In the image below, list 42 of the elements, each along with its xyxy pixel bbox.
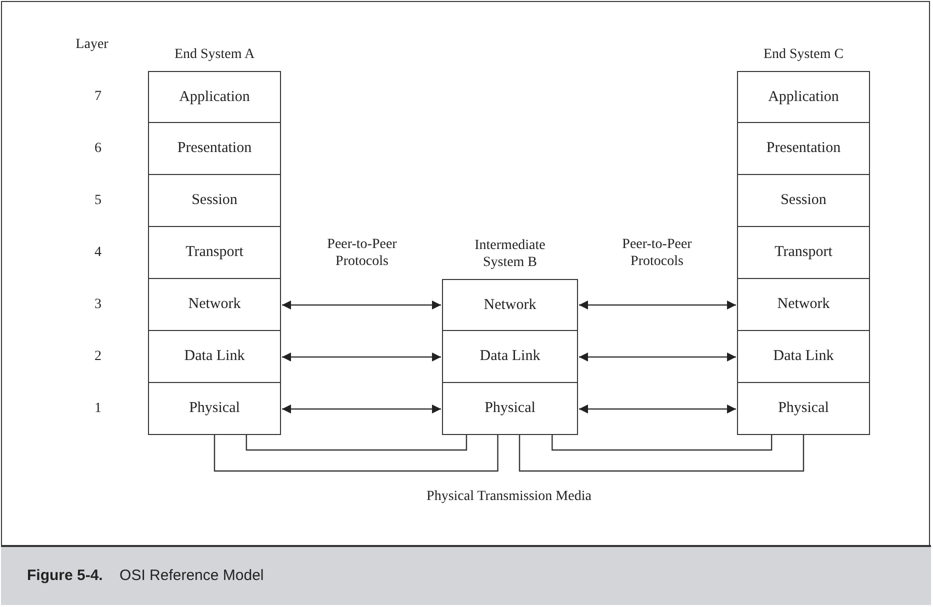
double-arrow	[282, 300, 441, 310]
layer-box: Application	[737, 71, 870, 123]
figure-caption: Figure 5-4. OSI Reference Model	[27, 567, 264, 584]
layer-box: Physical	[148, 382, 281, 435]
layer-box: Physical	[442, 382, 578, 435]
layer-box: Data Link	[442, 330, 578, 383]
layer-box: Transport	[737, 226, 870, 279]
double-arrow	[579, 300, 736, 310]
layer-box: Presentation	[148, 122, 281, 175]
system-heading: End System A	[173, 46, 256, 63]
layer-number: 5	[94, 192, 102, 209]
layer-number: 6	[94, 140, 102, 157]
layer-box: Session	[737, 174, 870, 227]
column-heading: Layer	[74, 36, 110, 53]
layer-box: Network	[737, 278, 870, 331]
layer-number: 7	[94, 88, 102, 105]
media-label: Physical Transmission Media	[426, 488, 592, 505]
cable-line	[214, 435, 498, 472]
cable-line	[552, 435, 772, 451]
double-arrow	[579, 352, 736, 362]
double-arrow	[579, 404, 736, 414]
layer-box: Data Link	[148, 330, 281, 383]
layer-number: 1	[94, 400, 102, 417]
system-heading: End System C	[762, 46, 845, 63]
layer-box: Application	[148, 71, 281, 123]
protocol-label: Peer-to-Peer Protocols	[621, 236, 693, 270]
layer-box: Network	[148, 278, 281, 331]
double-arrow	[282, 404, 441, 414]
double-arrow	[282, 352, 441, 362]
layer-box: Presentation	[737, 122, 870, 175]
layer-box: Physical	[737, 382, 870, 435]
cable-line	[246, 435, 468, 451]
protocol-label: Peer-to-Peer Protocols	[326, 236, 398, 270]
cable-line	[518, 435, 804, 472]
layer-box: Network	[442, 279, 578, 331]
layer-number: 3	[94, 296, 102, 313]
layer-number: 2	[94, 348, 102, 365]
layer-box: Transport	[148, 226, 281, 279]
layer-number: 4	[94, 244, 102, 261]
layer-box: Session	[148, 174, 281, 227]
layer-box: Data Link	[737, 330, 870, 383]
system-heading: Intermediate System B	[474, 237, 546, 271]
